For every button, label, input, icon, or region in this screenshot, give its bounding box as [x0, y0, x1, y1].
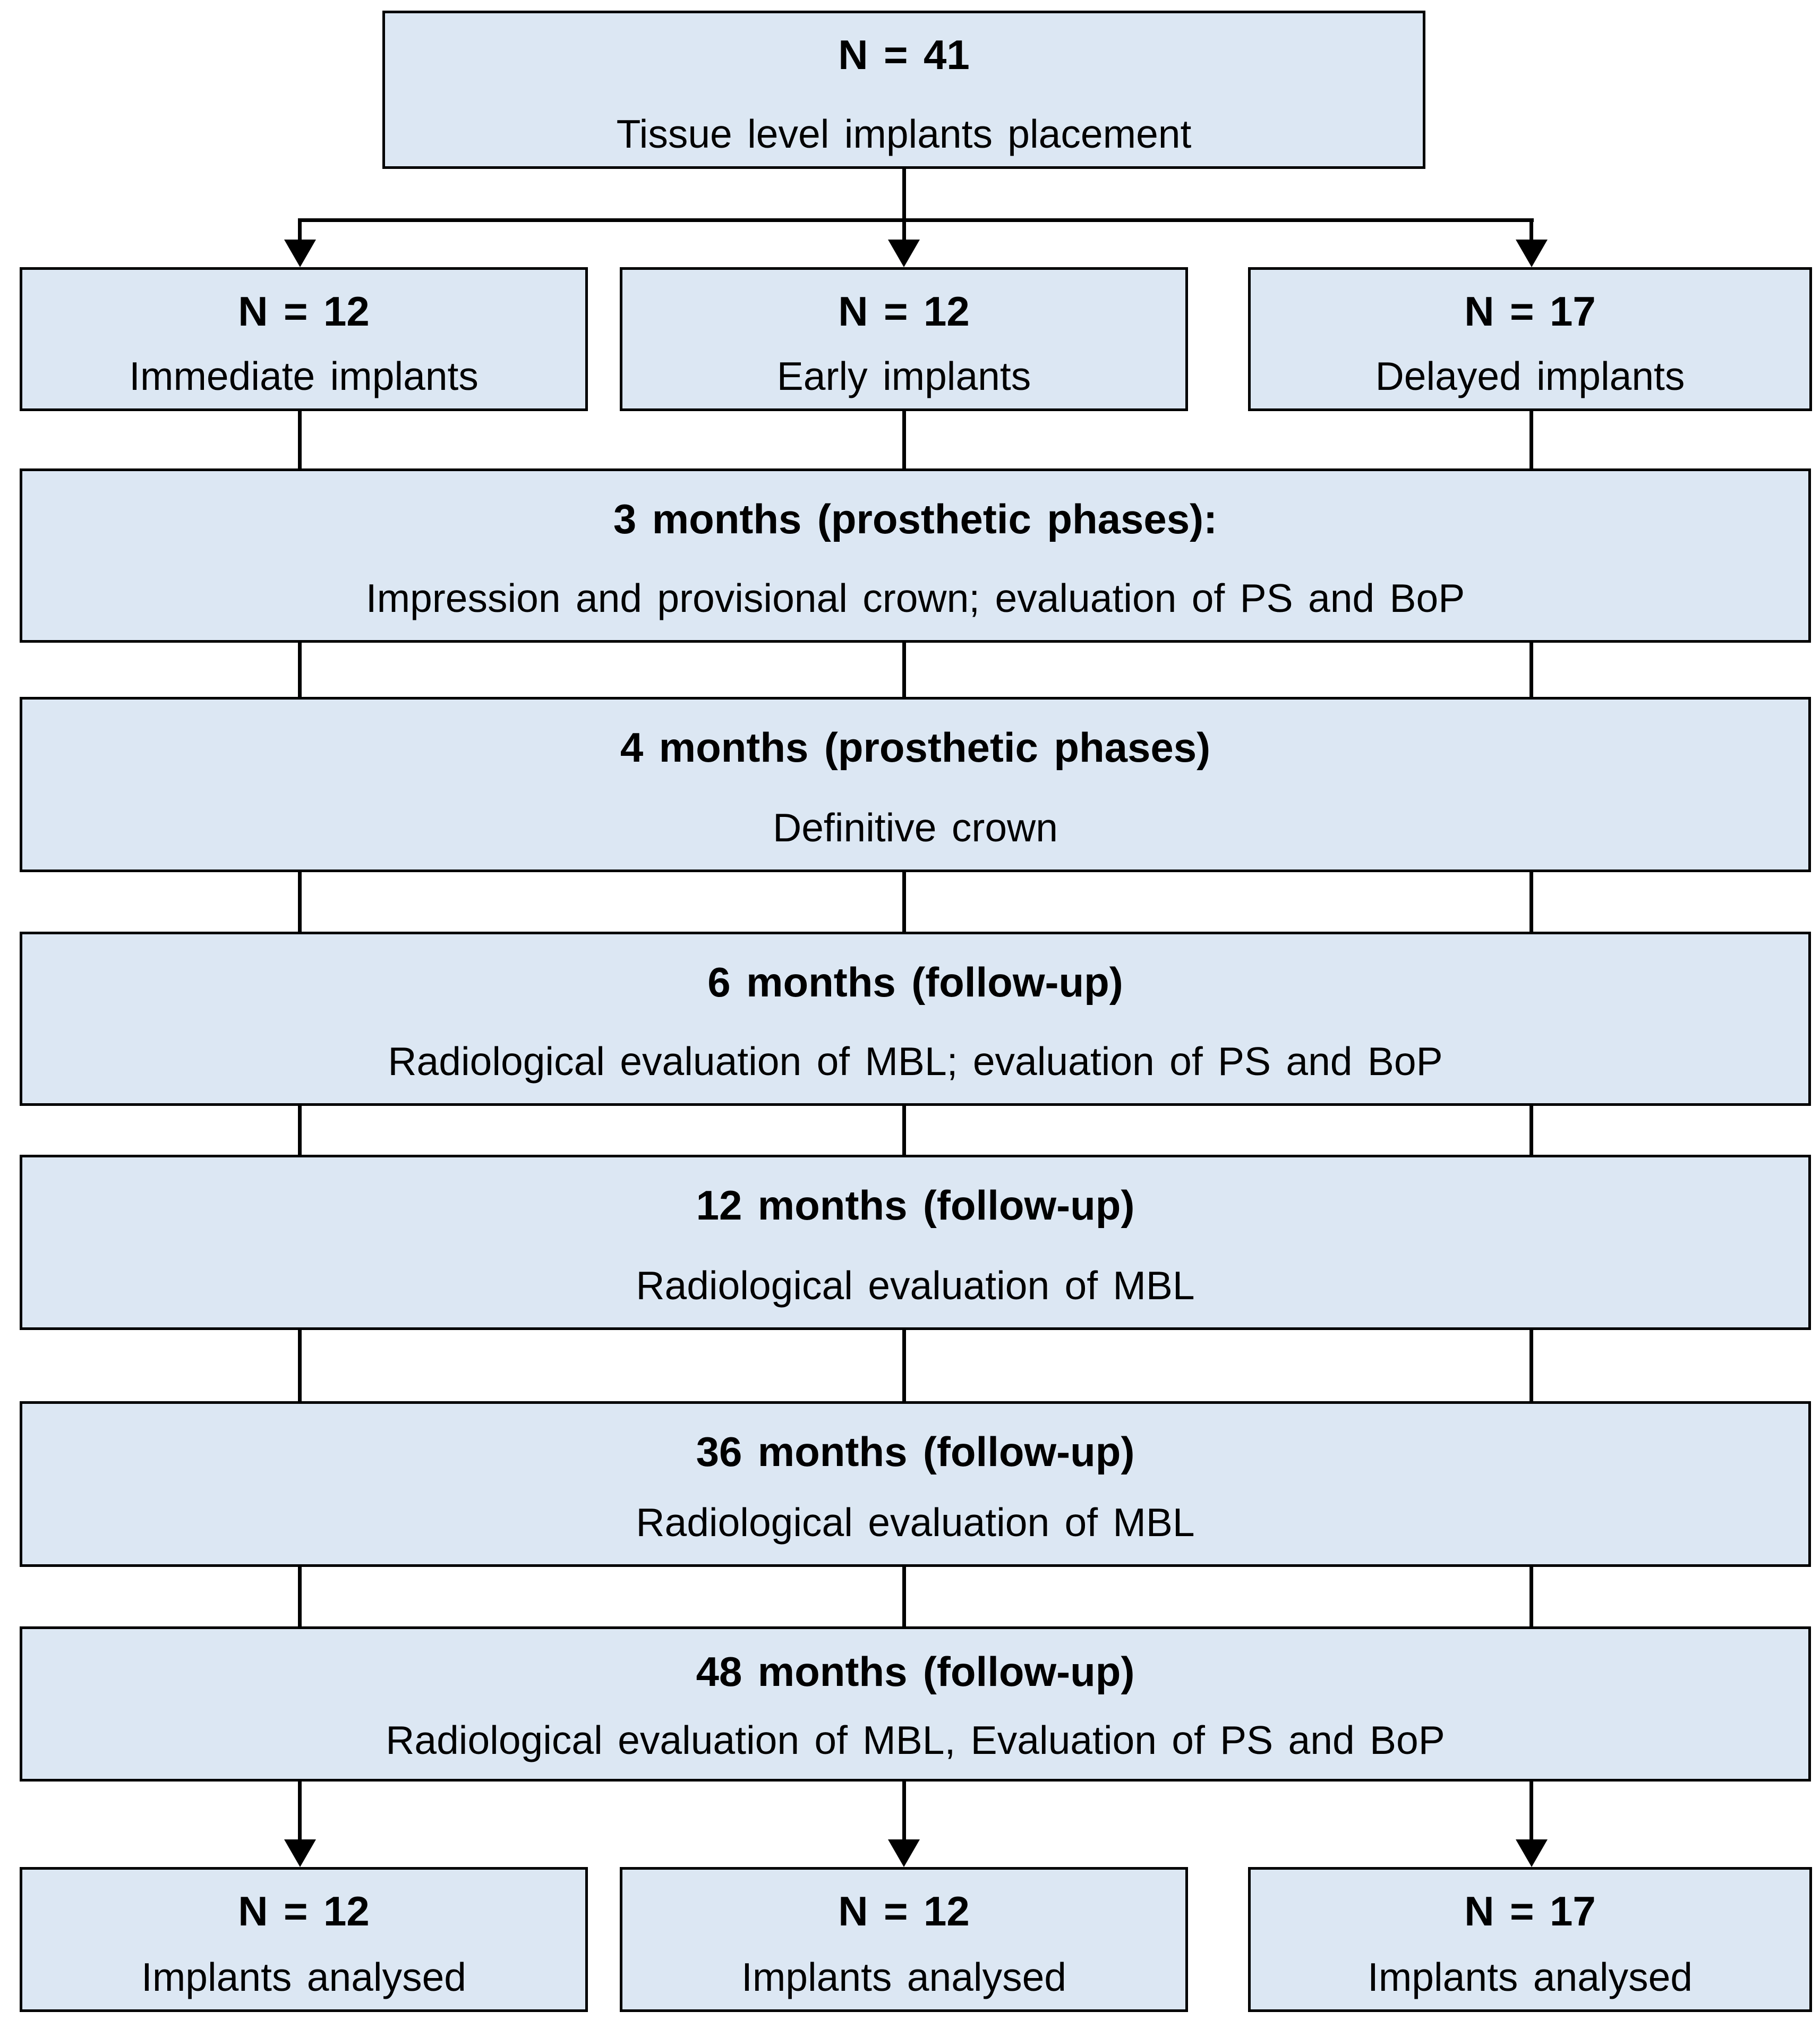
stage-title: 4 months (prosthetic phases)	[620, 724, 1211, 771]
outcome-box-early: N = 12 Implants analysed	[620, 1867, 1188, 2012]
outcome-count: N = 12	[838, 1888, 970, 1934]
connector-line	[902, 1782, 906, 1840]
connector-line	[1530, 643, 1533, 697]
connector-line	[902, 1106, 906, 1155]
connector-branch-right	[1530, 220, 1533, 242]
connector-line	[1530, 1567, 1533, 1626]
outcome-count: N = 17	[1464, 1888, 1596, 1934]
stage-detail: Definitive crown	[773, 805, 1058, 850]
group-box-early: N = 12 Early implants	[620, 267, 1188, 411]
connector-line	[902, 1567, 906, 1626]
stage-title: 48 months (follow-up)	[696, 1648, 1135, 1695]
connector-line	[298, 1106, 302, 1155]
stage-detail: Impression and provisional crown; evalua…	[365, 575, 1465, 620]
group-count: N = 12	[238, 288, 370, 335]
connector-line	[902, 411, 906, 468]
connector-line	[902, 872, 906, 932]
connector-branch-middle	[902, 220, 906, 242]
stage-detail: Radiological evaluation of MBL; evaluati…	[388, 1038, 1443, 1084]
connector-line	[298, 1330, 302, 1401]
connector-line	[1530, 1330, 1533, 1401]
stage-box-3-months: 3 months (prosthetic phases): Impression…	[20, 468, 1811, 643]
connector-line	[298, 1782, 302, 1840]
stage-title: 12 months (follow-up)	[696, 1182, 1135, 1229]
arrowhead-down-icon	[1516, 240, 1548, 267]
stage-box-36-months: 36 months (follow-up) Radiological evalu…	[20, 1401, 1811, 1567]
connector-line	[902, 1330, 906, 1401]
stage-title: 3 months (prosthetic phases):	[613, 496, 1218, 542]
stage-box-4-months: 4 months (prosthetic phases) Definitive …	[20, 697, 1811, 872]
arrowhead-down-icon	[888, 1839, 920, 1867]
stage-box-48-months: 48 months (follow-up) Radiological evalu…	[20, 1626, 1811, 1782]
arrowhead-down-icon	[888, 240, 920, 267]
stage-detail: Radiological evaluation of MBL, Evaluati…	[386, 1717, 1445, 1762]
outcome-box-delayed: N = 17 Implants analysed	[1248, 1867, 1812, 2012]
stage-detail: Radiological evaluation of MBL	[636, 1263, 1195, 1308]
group-count: N = 17	[1464, 288, 1596, 335]
group-count: N = 12	[838, 288, 970, 335]
connector-line	[1530, 411, 1533, 468]
enrollment-box: N = 41 Tissue level implants placement	[382, 11, 1425, 169]
connector-line	[1530, 1782, 1533, 1840]
group-label: Delayed implants	[1375, 353, 1685, 398]
enrollment-label: Tissue level implants placement	[616, 111, 1192, 156]
stage-title: 36 months (follow-up)	[696, 1428, 1135, 1475]
group-label: Early implants	[776, 353, 1031, 398]
outcome-label: Implants analysed	[1367, 1954, 1693, 1999]
group-box-immediate: N = 12 Immediate implants	[20, 267, 588, 411]
connector-line	[298, 872, 302, 932]
outcome-count: N = 12	[238, 1888, 370, 1934]
connector-line	[902, 643, 906, 697]
branch-horizontal-line	[298, 218, 1534, 222]
arrowhead-down-icon	[284, 240, 316, 267]
connector-top-stub	[902, 169, 906, 220]
outcome-box-immediate: N = 12 Implants analysed	[20, 1867, 588, 2012]
connector-line	[1530, 1106, 1533, 1155]
stage-title: 6 months (follow-up)	[707, 959, 1123, 1005]
connector-line	[1530, 872, 1533, 932]
group-box-delayed: N = 17 Delayed implants	[1248, 267, 1812, 411]
enrollment-count: N = 41	[838, 31, 970, 78]
connector-line	[298, 411, 302, 468]
arrowhead-down-icon	[1516, 1839, 1548, 1867]
arrowhead-down-icon	[284, 1839, 316, 1867]
outcome-label: Implants analysed	[141, 1954, 466, 1999]
stage-detail: Radiological evaluation of MBL	[636, 1499, 1195, 1545]
connector-branch-left	[298, 220, 302, 242]
connector-line	[298, 1567, 302, 1626]
outcome-label: Implants analysed	[741, 1954, 1066, 1999]
group-label: Immediate implants	[129, 353, 479, 398]
connector-line	[298, 643, 302, 697]
stage-box-12-months: 12 months (follow-up) Radiological evalu…	[20, 1155, 1811, 1330]
stage-box-6-months: 6 months (follow-up) Radiological evalua…	[20, 932, 1811, 1106]
